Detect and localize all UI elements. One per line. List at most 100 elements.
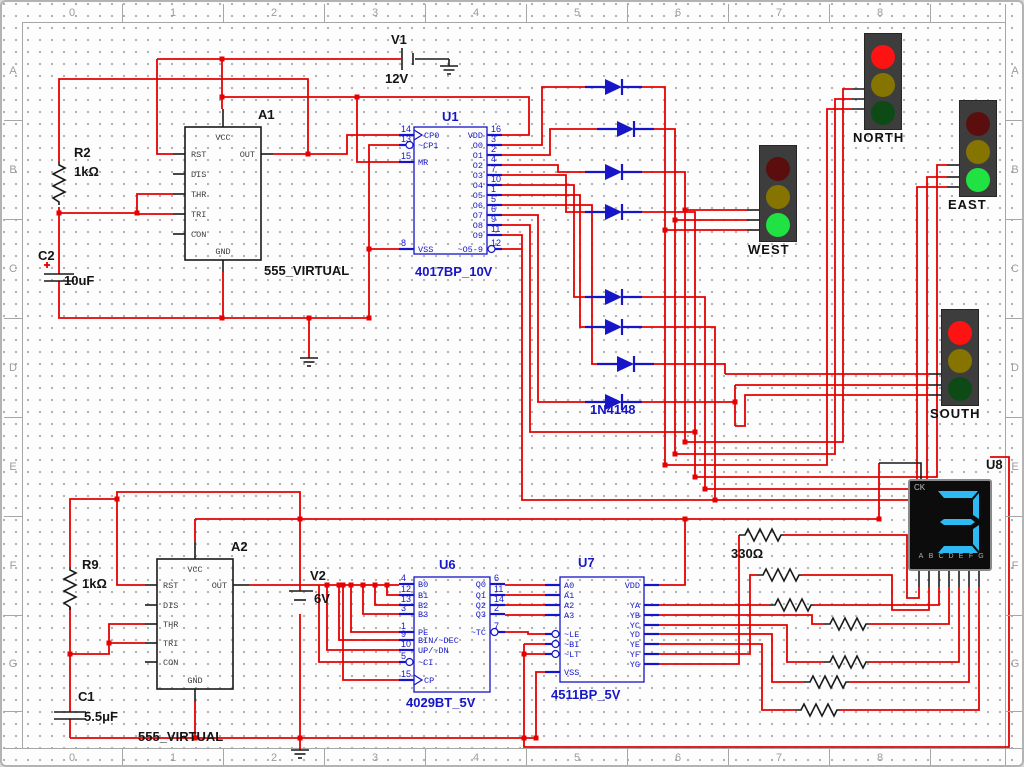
wire[interactable] <box>342 585 399 681</box>
seven-segment-display[interactable]: CK A B C D E F G <box>908 479 992 571</box>
ground-symbol[interactable] <box>291 749 309 759</box>
wire[interactable] <box>502 86 585 146</box>
wire[interactable] <box>502 204 597 365</box>
wire[interactable] <box>386 585 399 596</box>
wire[interactable] <box>504 631 550 635</box>
wire[interactable] <box>136 213 173 215</box>
wire[interactable] <box>784 534 920 599</box>
wire[interactable] <box>356 97 399 163</box>
resistor[interactable] <box>757 567 802 583</box>
wire[interactable] <box>502 128 597 156</box>
traffic-light-NORTH[interactable] <box>864 33 902 130</box>
resistor[interactable] <box>51 162 67 205</box>
resistor[interactable] <box>62 567 78 610</box>
wire[interactable] <box>814 587 940 606</box>
wire[interactable] <box>654 363 726 374</box>
wire[interactable] <box>502 234 715 501</box>
resistor[interactable] <box>769 597 814 613</box>
wire[interactable] <box>116 491 301 591</box>
wire[interactable] <box>368 144 399 318</box>
wire[interactable] <box>840 587 980 711</box>
wire[interactable] <box>642 326 716 500</box>
pin-label: 2 <box>494 603 499 613</box>
ic-U7[interactable] <box>545 576 659 683</box>
pin-label: YA <box>630 601 641 611</box>
wire[interactable] <box>869 587 960 663</box>
wire[interactable] <box>659 574 757 655</box>
wire[interactable] <box>156 59 173 155</box>
diode-1N4148[interactable] <box>585 319 642 335</box>
a2-ref: A2 <box>231 539 248 554</box>
wire[interactable] <box>869 587 950 625</box>
wire[interactable] <box>695 164 947 478</box>
wire[interactable] <box>59 193 173 214</box>
wire[interactable] <box>502 214 585 403</box>
wire[interactable] <box>654 128 676 454</box>
wire[interactable] <box>659 643 795 711</box>
ic-U6[interactable] <box>399 576 505 693</box>
wire[interactable] <box>69 498 117 567</box>
wire[interactable] <box>318 585 406 663</box>
resistor[interactable] <box>824 654 869 670</box>
pin-label: PE <box>418 628 428 638</box>
wire[interactable] <box>642 296 706 489</box>
wire[interactable] <box>642 171 686 442</box>
wire[interactable] <box>502 184 585 298</box>
wire[interactable] <box>642 211 696 477</box>
wire[interactable] <box>374 585 399 606</box>
wire[interactable] <box>675 98 852 455</box>
wire[interactable] <box>535 671 545 738</box>
pin-label: THR <box>163 620 178 630</box>
traffic-light-EAST[interactable] <box>959 100 997 197</box>
wire[interactable] <box>659 624 824 663</box>
timer-A2[interactable] <box>156 558 234 690</box>
pin-label: ~CI <box>418 658 433 668</box>
wire[interactable] <box>326 585 399 651</box>
wire[interactable] <box>735 394 929 427</box>
wire[interactable] <box>502 224 695 433</box>
diode-1N4148[interactable] <box>585 164 642 180</box>
wire[interactable] <box>849 587 970 683</box>
resistor[interactable] <box>739 527 784 543</box>
ic-U1[interactable] <box>399 126 502 255</box>
wire[interactable] <box>523 456 1010 748</box>
wire[interactable] <box>222 96 530 136</box>
wire[interactable] <box>659 535 740 665</box>
wire[interactable] <box>705 176 947 490</box>
wire[interactable] <box>715 186 947 501</box>
wire[interactable] <box>502 164 585 173</box>
resistor[interactable] <box>804 674 849 690</box>
wire[interactable] <box>659 633 804 683</box>
wire-junction <box>521 735 527 741</box>
diode-1N4148[interactable] <box>597 356 654 372</box>
wire[interactable] <box>70 623 145 655</box>
diode-1N4148[interactable] <box>585 79 642 95</box>
traffic-light-SOUTH[interactable] <box>941 309 979 406</box>
resistor[interactable] <box>795 702 840 718</box>
diode-1N4148[interactable] <box>585 204 642 220</box>
wire[interactable] <box>659 519 686 586</box>
diode-1N4148[interactable] <box>585 394 642 410</box>
diode-1N4148[interactable] <box>597 121 654 137</box>
diode-1N4148[interactable] <box>585 289 642 305</box>
wire[interactable] <box>502 194 585 328</box>
wire[interactable] <box>685 88 852 443</box>
wire[interactable] <box>665 108 852 466</box>
wire[interactable] <box>58 78 309 162</box>
ground-symbol[interactable] <box>440 65 458 75</box>
wire[interactable] <box>58 281 369 319</box>
wire[interactable] <box>338 585 399 641</box>
wire[interactable] <box>502 174 585 213</box>
wire[interactable] <box>350 585 399 633</box>
wire[interactable] <box>802 574 930 611</box>
traffic-light-WEST[interactable] <box>759 145 797 242</box>
ground-symbol[interactable] <box>300 357 318 367</box>
wire[interactable] <box>642 86 666 465</box>
wire[interactable] <box>659 614 824 625</box>
wire[interactable] <box>879 462 922 479</box>
resistor[interactable] <box>824 616 869 632</box>
wire[interactable] <box>362 585 399 615</box>
timer-A1[interactable] <box>184 126 262 261</box>
